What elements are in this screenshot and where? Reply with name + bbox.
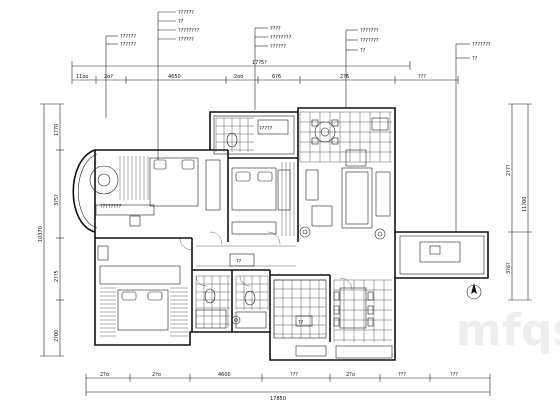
- annotation-5b: ??: [472, 56, 478, 62]
- exterior-walls: [72, 107, 489, 361]
- annotation-3c: ??????: [270, 44, 286, 50]
- bedroom-2-furniture: [231, 167, 291, 235]
- dining-table-icon: [314, 121, 336, 143]
- plant-icons: [231, 226, 386, 325]
- top-dim-4: 2oo: [234, 74, 243, 80]
- bottom-dim-5: 2?o: [346, 372, 355, 378]
- annotation-leaders: [105, 11, 470, 232]
- bottom-bathrooms: [195, 288, 267, 329]
- corridor-label: ??: [236, 259, 242, 265]
- annotation-4c: ??: [360, 48, 366, 54]
- left-dim-1: 1?70: [54, 124, 60, 136]
- bottom-overall-dim: 17850: [270, 396, 286, 402]
- corridor: ??: [196, 245, 296, 267]
- plant-icon: [231, 315, 241, 325]
- top-dim-1: 11oo: [76, 74, 88, 80]
- annotation-2d: ??????: [178, 37, 194, 43]
- watermark: mfqs: [456, 305, 560, 356]
- living-furniture: [305, 117, 391, 229]
- plant-icon: [374, 228, 386, 240]
- annotation-text: ?????? ?????? ?????? ?? ???????? ?????? …: [120, 10, 491, 62]
- annotation-4a: ???????: [360, 28, 379, 34]
- bedroom-1-furniture: [89, 157, 221, 227]
- annotation-2c: ????????: [178, 28, 200, 34]
- annotation-5a: ???????: [472, 42, 491, 48]
- dining: [333, 287, 393, 359]
- bath-label-box: [257, 119, 289, 135]
- annotation-1a: ??????: [120, 34, 136, 40]
- interior-walls: [95, 112, 396, 342]
- right-dim-1: 2?7?: [506, 164, 512, 176]
- left-dim-3: 2??5: [54, 270, 60, 282]
- annotation-2b: ??: [178, 19, 184, 25]
- top-dim-3: 4650: [168, 74, 181, 80]
- bottom-dim-3: 4600: [218, 372, 231, 378]
- tile-grids: [195, 111, 392, 342]
- round-table-icon: [89, 165, 119, 195]
- annotation-3a: ????: [270, 26, 281, 32]
- bottom-dim-2: 2?o: [152, 372, 161, 378]
- right-dimensions: 11?00 2?7? 3?6?: [506, 103, 532, 301]
- sofa-icon: [341, 167, 373, 229]
- left-overall-dim: 10370: [38, 226, 44, 242]
- bottom-dim-1: 2?o: [100, 372, 109, 378]
- plant-icon: [299, 226, 311, 238]
- right-overall-dim: 11?00: [522, 197, 528, 212]
- study-label: ????????: [100, 204, 122, 210]
- kitchen-label: ??: [298, 320, 304, 326]
- annotation-1b: ??????: [120, 42, 136, 48]
- annotation-3b: ????????: [270, 35, 292, 41]
- kitchen: ??: [273, 279, 327, 357]
- top-dim-6: 2?6: [340, 74, 349, 80]
- bath-top-label: ?????: [259, 126, 273, 132]
- bottom-dim-6: ???: [398, 372, 406, 378]
- top-dim-2: 2o?: [104, 74, 113, 80]
- annotation-2a: ??????: [178, 10, 194, 16]
- annotation-4b: ???????: [360, 38, 379, 44]
- study-label-group: ????????: [100, 204, 122, 210]
- right-dim-2: 3?6?: [506, 262, 512, 274]
- top-overall-dim: 17?5?: [252, 60, 267, 66]
- bottom-dimensions: 17850 2?o 2?o 4600 ??? 2?o ??? ???: [85, 372, 491, 402]
- north-arrow-icon: [466, 283, 482, 300]
- left-dim-2: 3?5?: [54, 194, 60, 206]
- bedroom-3-furniture: [97, 245, 181, 331]
- balcony: [399, 235, 485, 275]
- top-dim-7: ???: [418, 74, 426, 80]
- left-dim-4: 2?00: [54, 330, 60, 342]
- top-dim-5: 6?6: [272, 74, 281, 80]
- bottom-dim-7: ???: [450, 372, 458, 378]
- doors: [179, 231, 353, 291]
- top-dimensions: 17?5? 11oo 2o? 4650 2oo 6?6 2?6 ???: [71, 60, 459, 84]
- top-bathroom: ?????: [213, 115, 295, 155]
- bottom-dim-4: ???: [290, 372, 298, 378]
- left-dimensions: 10370 1?70 3?5? 2??5 2?00: [38, 103, 64, 357]
